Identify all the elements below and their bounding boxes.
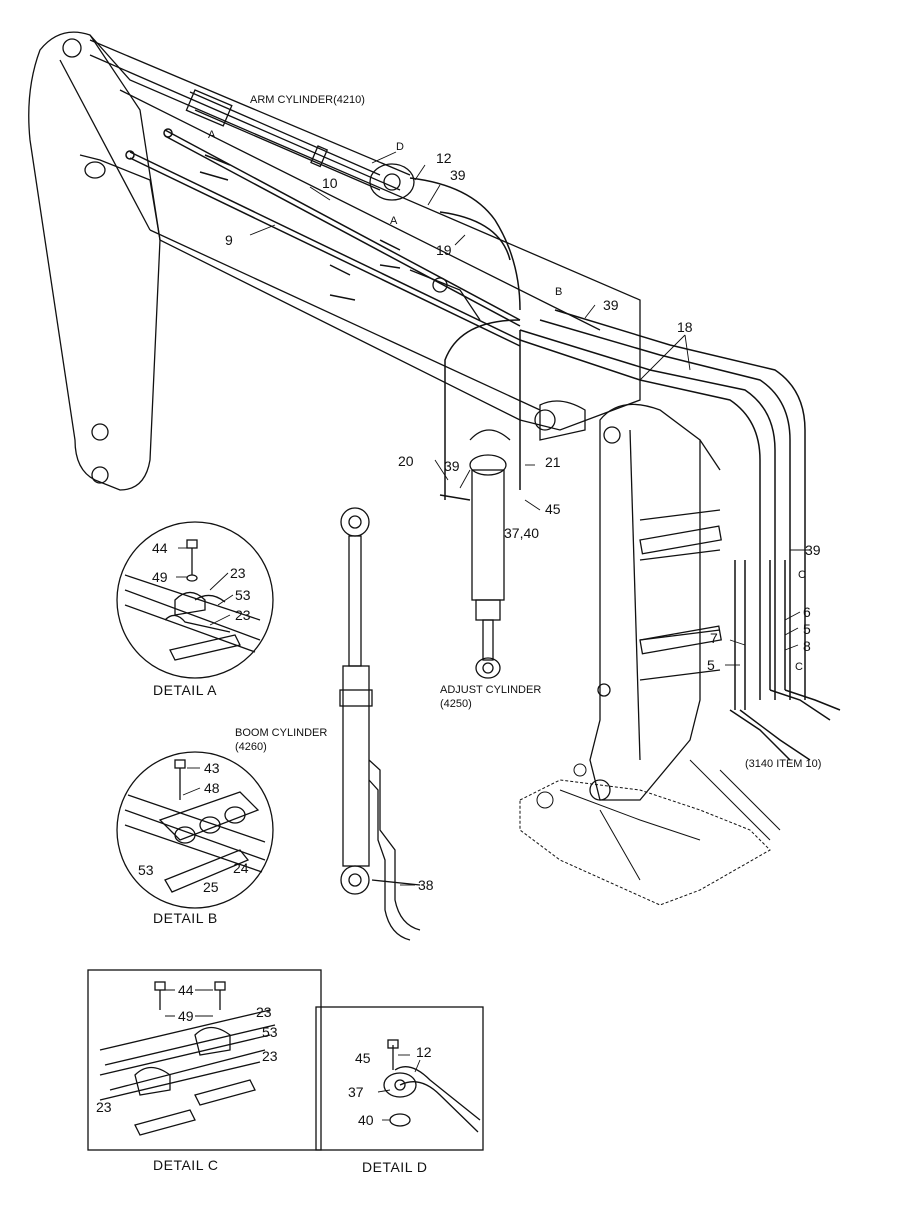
- detail-a-23-top: 23: [230, 565, 246, 581]
- part-21: 21: [545, 454, 561, 470]
- part-12: 12: [436, 150, 452, 166]
- callout-b: B: [555, 286, 562, 298]
- part-19: 19: [436, 242, 452, 258]
- part-10: 10: [322, 175, 338, 191]
- detail-a-drawing: [116, 521, 274, 679]
- detail-c-23-left: 23: [96, 1099, 112, 1115]
- boom-structure: [28, 31, 641, 491]
- bucket-outline: [519, 759, 781, 906]
- detail-c-caption: DETAIL C: [153, 1157, 218, 1173]
- callout-d: D: [396, 141, 404, 153]
- detail-a-caption: DETAIL A: [153, 682, 217, 698]
- part-20: 20: [398, 453, 414, 469]
- item-ref-label: (3140 ITEM 10): [745, 758, 821, 770]
- pipe-lines: [125, 128, 841, 761]
- callout-a-mid: A: [390, 215, 398, 227]
- arm-cylinder-label: ARM CYLINDER(4210): [250, 94, 365, 106]
- detail-b-25: 25: [203, 879, 219, 895]
- part-8: 8: [803, 638, 811, 654]
- part-5-right: 5: [803, 621, 811, 637]
- part-39-mid: 39: [603, 297, 619, 313]
- detail-b-53: 53: [138, 862, 154, 878]
- detail-c-44: 44: [178, 982, 194, 998]
- part-39-adjust: 39: [444, 458, 460, 474]
- boom-cylinder-code: (4260): [235, 741, 267, 753]
- detail-c-drawing: [87, 969, 322, 1151]
- part-18: 18: [677, 319, 693, 335]
- part-39-right: 39: [805, 542, 821, 558]
- part-9: 9: [225, 232, 233, 248]
- part-39-top: 39: [450, 167, 466, 183]
- arm-structure: [534, 400, 722, 801]
- boom-cylinder: [339, 507, 421, 941]
- part-38: 38: [418, 877, 434, 893]
- part-5-left: 5: [707, 657, 715, 673]
- arm-cylinder: [89, 39, 415, 201]
- part-45: 45: [545, 501, 561, 517]
- leader-lines: [165, 151, 808, 1121]
- detail-c-53: 53: [262, 1024, 278, 1040]
- part-37-40: 37,40: [504, 525, 539, 541]
- callout-a-top: A: [208, 129, 216, 141]
- callout-c-bottom: C: [795, 661, 803, 673]
- detail-a-49: 49: [152, 569, 168, 585]
- boom-cylinder-label: BOOM CYLINDER: [235, 727, 327, 739]
- detail-d-37: 37: [348, 1084, 364, 1100]
- detail-d-12: 12: [416, 1044, 432, 1060]
- callout-c-top: C: [798, 569, 806, 581]
- detail-a-53: 53: [235, 587, 251, 603]
- detail-c-23-right: 23: [262, 1048, 278, 1064]
- adjust-cylinder-code: (4250): [440, 698, 472, 710]
- detail-d-caption: DETAIL D: [362, 1159, 427, 1175]
- part-7: 7: [710, 630, 718, 646]
- detail-b-48: 48: [204, 780, 220, 796]
- detail-c-49: 49: [178, 1008, 194, 1024]
- detail-b-drawing: [116, 751, 274, 909]
- detail-d-45: 45: [355, 1050, 371, 1066]
- adjust-cylinder: [469, 429, 511, 679]
- detail-b-43: 43: [204, 760, 220, 776]
- detail-a-44: 44: [152, 540, 168, 556]
- text-labels: ARM CYLINDER(4210) ADJUST CYLINDER (4250…: [96, 94, 821, 1175]
- detail-a-23-bottom: 23: [235, 607, 251, 623]
- part-6: 6: [803, 604, 811, 620]
- detail-d-drawing: [315, 1006, 484, 1151]
- detail-c-23-top: 23: [256, 1004, 272, 1020]
- detail-d-40: 40: [358, 1112, 374, 1128]
- adjust-cylinder-label: ADJUST CYLINDER: [440, 684, 541, 696]
- detail-b-24: 24: [233, 860, 249, 876]
- detail-b-caption: DETAIL B: [153, 910, 218, 926]
